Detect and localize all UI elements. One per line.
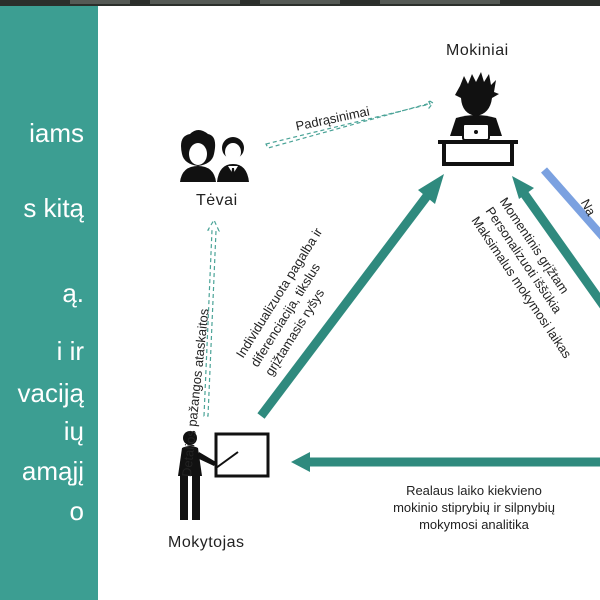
slide-text-line: ą.	[62, 278, 84, 308]
slide-text-line: o	[69, 496, 84, 526]
edge-label-line: Realaus laiko kiekvieno	[406, 483, 542, 498]
diagram-canvas: Mokiniai Tėvai Mokytojas Padrąsinimai De…	[98, 6, 600, 600]
edge-label-analytics: Realaus laiko kiekvieno mokinio stiprybi…	[354, 482, 594, 533]
arrow-analytics-to-teacher	[291, 452, 600, 472]
node-label-parents: Tėvai	[196, 192, 238, 209]
parents-icon	[180, 130, 249, 182]
arrow-students-to-teacher	[512, 176, 600, 309]
top-bar-segment	[70, 0, 130, 4]
window-top-bar	[0, 0, 600, 6]
student-icon	[438, 72, 518, 166]
slide-text-line: amąjį	[21, 456, 84, 486]
arrow-teacher-to-students	[257, 174, 444, 419]
slide-text-line: ių	[63, 416, 84, 446]
slide-text-line: i ir	[56, 336, 84, 366]
edge-label-line: mokinio stiprybių ir silpnybių	[393, 500, 555, 515]
dashed-arrow-parents-students	[265, 98, 434, 149]
top-bar-segment	[380, 0, 500, 4]
top-bar-segment	[150, 0, 240, 4]
arrow-blue-partial	[540, 167, 600, 240]
slide-left-panel: iams s kitą ą. i ir vaciją ių amąjį o	[0, 6, 98, 600]
slide-text-line: iams	[29, 118, 84, 148]
edge-label-line: mokymosi analitika	[419, 517, 529, 532]
dashed-arrow-teacher-parents	[203, 218, 220, 417]
top-bar-segment	[260, 0, 340, 4]
teacher-icon	[178, 431, 270, 520]
node-label-students: Mokiniai	[446, 42, 509, 59]
slide-text-line: s kitą	[23, 193, 84, 223]
diagram-arrows	[178, 72, 600, 520]
node-label-teacher: Mokytojas	[168, 534, 245, 551]
slide-text-line: vaciją	[17, 378, 84, 408]
